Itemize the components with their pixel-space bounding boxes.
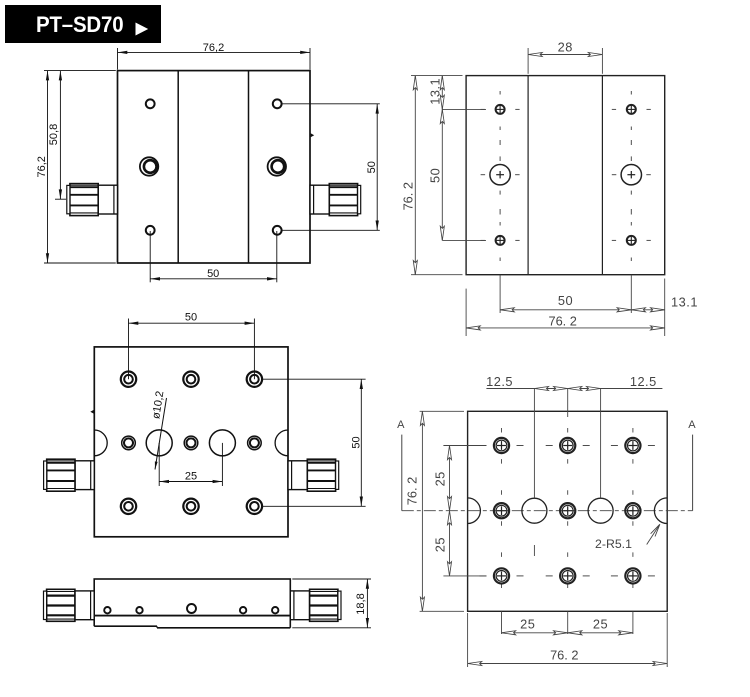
svg-text:76. 2: 76. 2 (548, 314, 576, 329)
svg-text:13.1: 13.1 (428, 78, 443, 105)
svg-text:76. 2: 76. 2 (401, 182, 416, 210)
svg-text:25: 25 (185, 470, 197, 482)
svg-text:13.1: 13.1 (671, 295, 698, 310)
svg-text:76,2: 76,2 (36, 156, 48, 177)
svg-text:A: A (397, 419, 405, 431)
svg-text:25: 25 (593, 617, 608, 632)
svg-text:76,2: 76,2 (203, 42, 224, 54)
svg-text:50: 50 (185, 312, 197, 324)
svg-text:A: A (688, 419, 696, 431)
svg-text:50,8: 50,8 (48, 124, 60, 145)
svg-text:12.5: 12.5 (486, 374, 513, 389)
svg-text:76. 2: 76. 2 (550, 648, 578, 663)
svg-text:50: 50 (207, 268, 219, 280)
svg-text:25: 25 (520, 617, 535, 632)
svg-text:ø10,2: ø10,2 (150, 390, 166, 420)
svg-text:50: 50 (351, 436, 363, 448)
svg-text:76. 2: 76. 2 (404, 477, 419, 505)
svg-text:12.5: 12.5 (630, 374, 657, 389)
svg-text:25: 25 (433, 471, 448, 486)
svg-text:50: 50 (366, 161, 378, 173)
svg-text:28: 28 (558, 39, 573, 54)
svg-text:2-R5.1: 2-R5.1 (595, 537, 632, 551)
svg-text:25: 25 (433, 537, 448, 552)
svg-text:50: 50 (428, 168, 443, 183)
svg-text:18,8: 18,8 (355, 593, 367, 614)
svg-text:50: 50 (558, 293, 573, 308)
